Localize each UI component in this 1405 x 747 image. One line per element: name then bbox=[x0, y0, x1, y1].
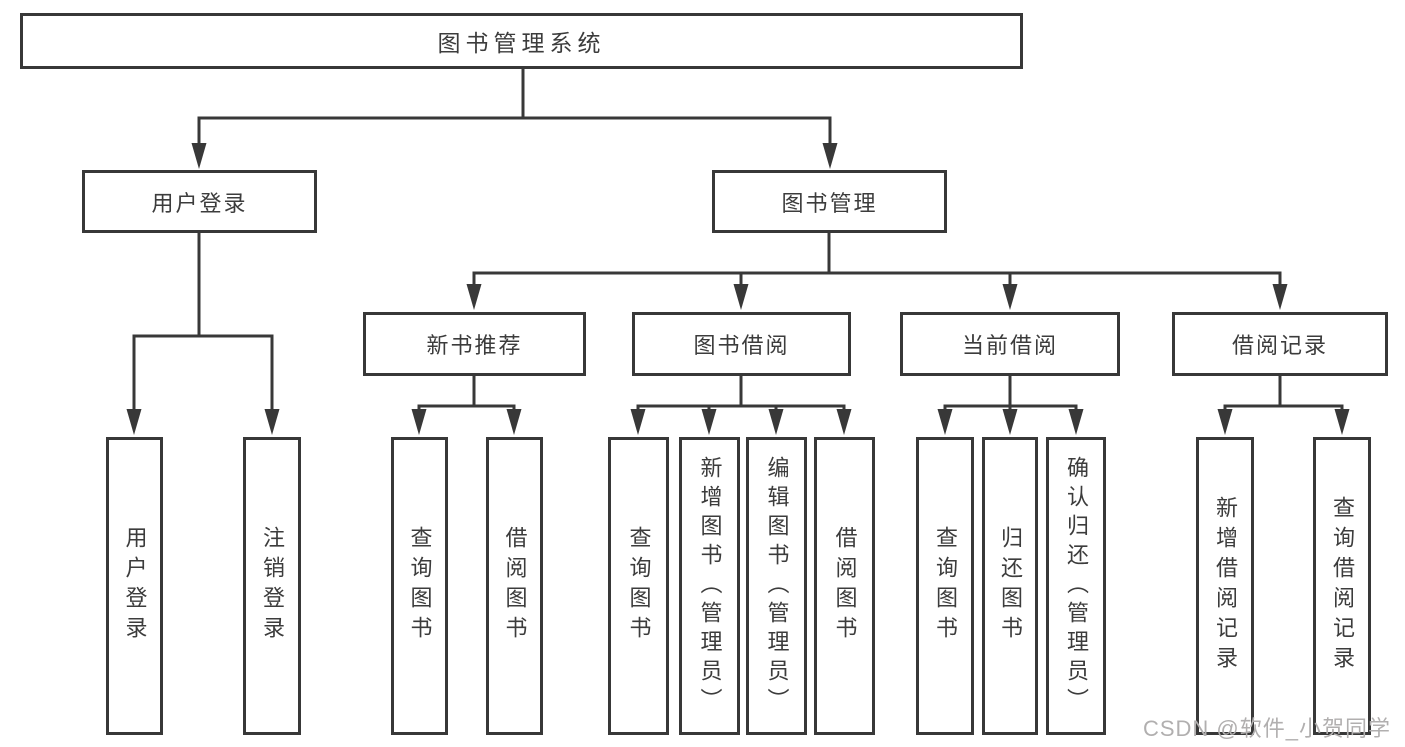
node-label: 借阅图书 bbox=[502, 526, 528, 646]
node-label: 图书管理 bbox=[781, 190, 878, 216]
connector-book-borrow-children bbox=[630, 374, 852, 435]
node-label: 注销登录 bbox=[260, 526, 285, 646]
node-current-return-books: 归还图书 bbox=[982, 437, 1038, 735]
connector-book-management-children bbox=[466, 231, 1288, 310]
node-label: 新书推荐 bbox=[426, 333, 523, 358]
node-user-login: 用户登录 bbox=[82, 170, 317, 233]
node-label: 借阅记录 bbox=[1231, 333, 1328, 358]
node-library-management-system: 图书管理系统 bbox=[20, 13, 1023, 69]
node-label: 图书管理系统 bbox=[437, 30, 606, 56]
node-label: 查询图书 bbox=[407, 526, 433, 646]
node-borrowing-edit-books-admin: 编辑图书（管理员） bbox=[746, 437, 807, 735]
csdn-watermark: CSDN @软件_小贺同学 bbox=[1142, 716, 1391, 741]
node-borrowing-add-books-admin: 新增图书（管理员） bbox=[679, 437, 740, 735]
node-label: 借阅图书 bbox=[832, 526, 858, 646]
node-newbook-query-books: 查询图书 bbox=[391, 437, 448, 735]
node-book-borrowing: 图书借阅 bbox=[632, 312, 851, 376]
node-borrowing-borrow-books: 借阅图书 bbox=[814, 437, 875, 735]
node-label: 归还图书 bbox=[998, 526, 1023, 646]
node-label: 查询图书 bbox=[933, 526, 958, 646]
node-label: 图书借阅 bbox=[693, 333, 790, 358]
node-newbook-borrow-books: 借阅图书 bbox=[486, 437, 543, 735]
node-new-book-recommend: 新书推荐 bbox=[363, 312, 586, 376]
connector-root-to-level2 bbox=[191, 67, 838, 169]
connector-borrow-records-children bbox=[1217, 374, 1350, 435]
node-book-management: 图书管理 bbox=[712, 170, 947, 233]
node-label: 当前借阅 bbox=[961, 333, 1058, 358]
node-label: 确认归还（管理员） bbox=[1064, 455, 1089, 717]
connector-user-login-children bbox=[126, 231, 280, 435]
node-current-query-books: 查询图书 bbox=[916, 437, 974, 735]
node-label: 用户登录 bbox=[151, 190, 248, 216]
node-borrow-records: 借阅记录 bbox=[1172, 312, 1388, 376]
node-current-confirm-return-admin: 确认归还（管理员） bbox=[1046, 437, 1106, 735]
node-records-query-borrow-record: 查询借阅记录 bbox=[1313, 437, 1371, 735]
connector-new-book-children bbox=[411, 374, 522, 435]
node-label: 新增图书（管理员） bbox=[697, 455, 723, 717]
node-label: 查询图书 bbox=[626, 526, 652, 646]
node-label: 编辑图书（管理员） bbox=[764, 455, 790, 717]
connector-current-borrow-children bbox=[937, 374, 1084, 435]
node-logout-action: 注销登录 bbox=[243, 437, 301, 735]
node-records-add-borrow-record: 新增借阅记录 bbox=[1196, 437, 1254, 735]
node-borrowing-query-books: 查询图书 bbox=[608, 437, 669, 735]
node-label: 用户登录 bbox=[122, 526, 148, 646]
node-label: 查询借阅记录 bbox=[1330, 496, 1355, 676]
node-current-borrowing: 当前借阅 bbox=[900, 312, 1120, 376]
node-user-login-action: 用户登录 bbox=[106, 437, 163, 735]
node-label: 新增借阅记录 bbox=[1213, 496, 1238, 676]
